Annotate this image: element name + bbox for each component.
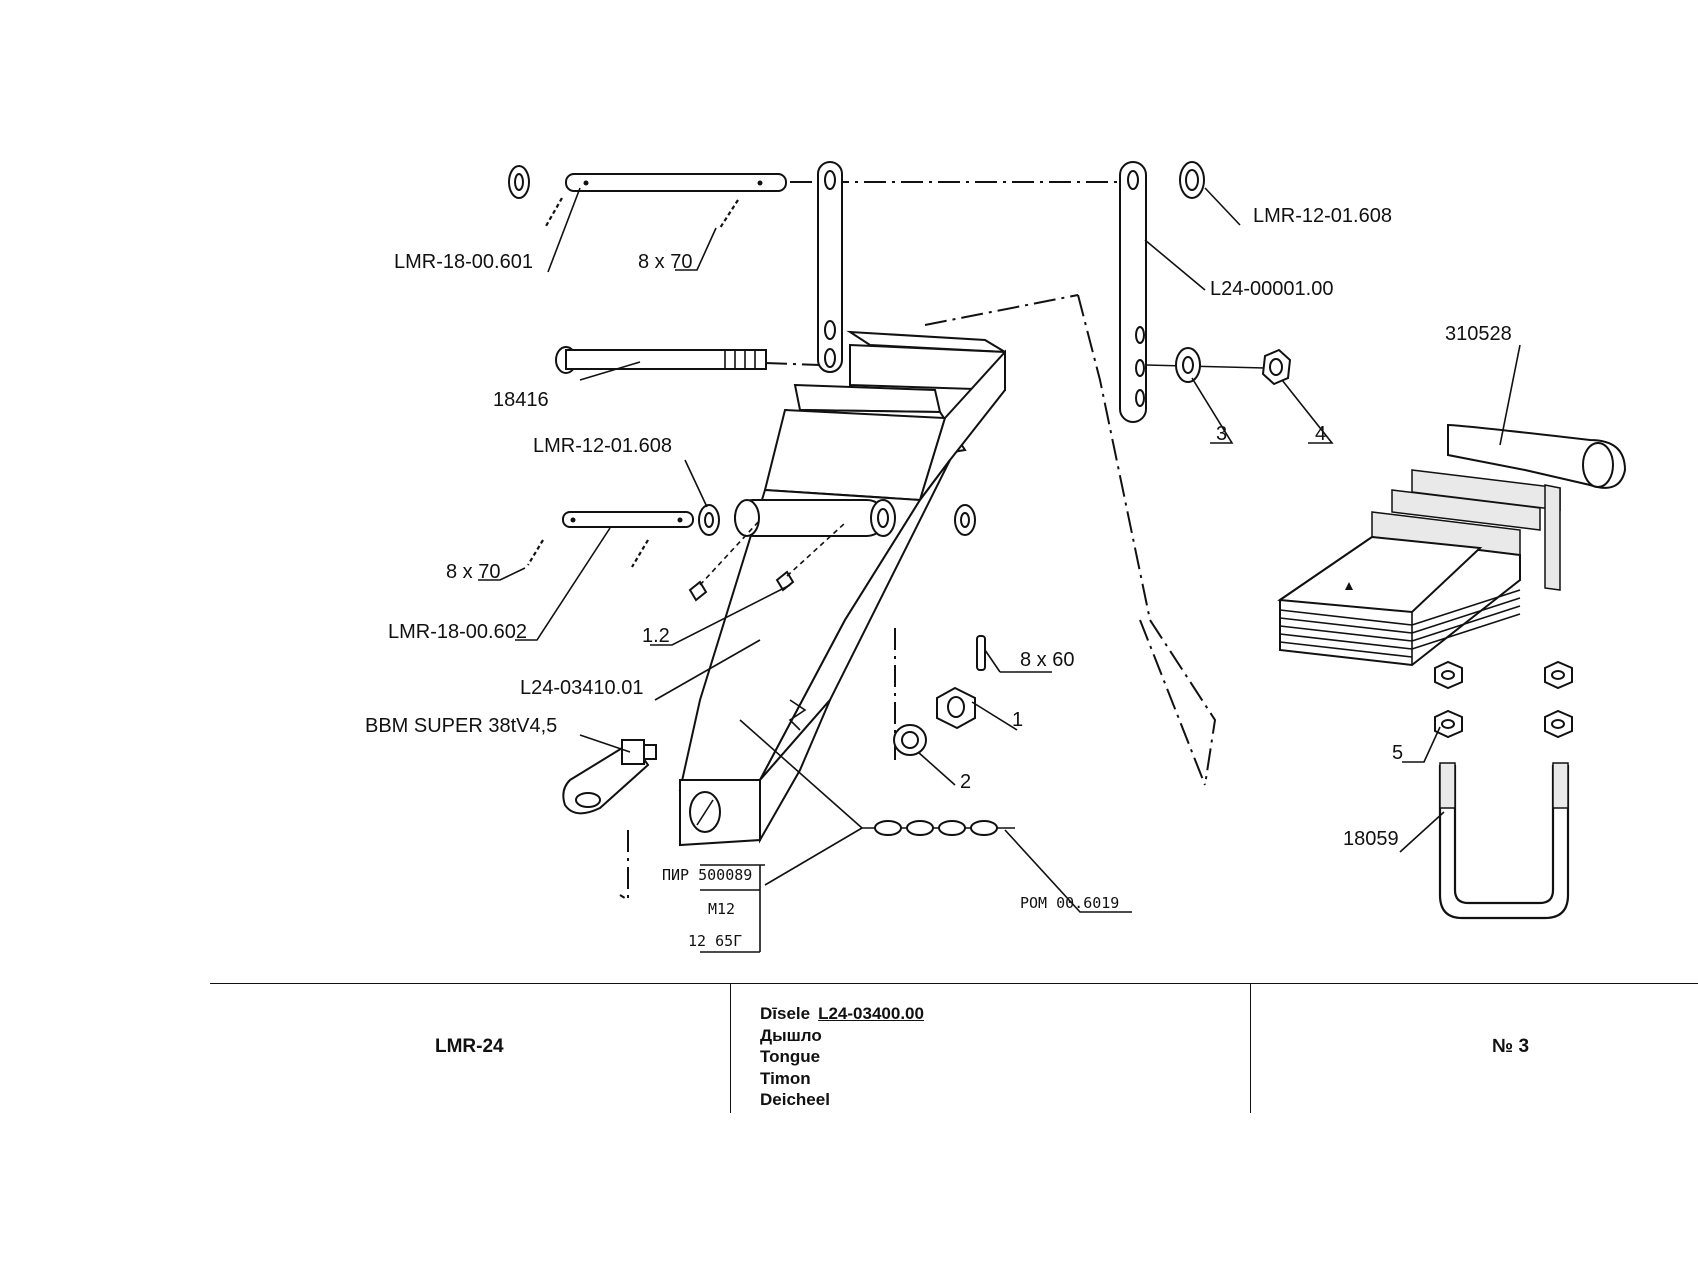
label-split-pin-top: 8 x 70 <box>638 251 692 273</box>
eye-coupling <box>562 739 657 815</box>
bolt-18416 <box>555 346 767 374</box>
label-pin-bolt: ПИР 500089 <box>662 866 752 884</box>
label-pin-mid: LMR-18-00.602 <box>388 621 527 643</box>
model-name: LMR-24 <box>435 1036 504 1057</box>
label-pin-top: LMR-18-00.601 <box>394 251 533 273</box>
label-nut-4: 4 <box>1315 423 1326 445</box>
link-plate-left <box>817 161 843 373</box>
link-plate-right <box>1119 161 1205 423</box>
label-washer-mid: LMR-12-01.608 <box>533 435 672 457</box>
u-bolt <box>1438 762 1570 920</box>
nuts-5 <box>1434 660 1573 739</box>
label-castle-nut-1: 1 <box>1012 709 1023 731</box>
title-block-rule <box>210 983 1698 984</box>
name-es: Timon <box>760 1068 811 1088</box>
washer-3-and-nut-4 <box>1145 347 1292 386</box>
label-washer-top-right: LMR-12-01.608 <box>1253 205 1392 227</box>
tongue-body <box>678 330 1006 847</box>
callout-labels: LMR-18-00.601 8 x 70 LMR-12-01.608 L24-0… <box>365 205 1512 950</box>
label-washer-65g: 12 65Г <box>688 932 742 950</box>
name-nl: Deicheel <box>760 1090 830 1109</box>
chain <box>862 820 1015 836</box>
name-en: Tongue <box>760 1047 821 1066</box>
leader-lines <box>478 187 1521 953</box>
label-bolt: 18416 <box>493 389 549 411</box>
washer-2 <box>893 724 927 756</box>
label-link-plate: L24-00001.00 <box>1210 278 1333 300</box>
centre-lines <box>619 181 1217 902</box>
label-split-pin-nut: 8 x 60 <box>1020 649 1074 671</box>
leaf-spring <box>1277 423 1627 667</box>
pin-top <box>508 165 787 229</box>
label-grease-nipple: 1.2 <box>642 625 670 647</box>
label-eye-coupling: BBM SUPER 38tV4,5 <box>365 715 557 737</box>
part-names: Dīsele L24-03400.00 Дышло Tongue Timon De… <box>760 1003 924 1111</box>
drawing-code: L24-03400.00 <box>818 1004 924 1023</box>
title-block-separator-1 <box>730 983 731 1113</box>
name-ru: Дышло <box>760 1025 822 1045</box>
label-split-pin-mid: 8 x 70 <box>446 561 500 583</box>
label-nut-m12: M12 <box>708 900 735 918</box>
pin-mid-assembly <box>527 504 976 602</box>
sheet-number: № 3 <box>1492 1036 1530 1057</box>
name-line-lv: Dīsele L24-03400.00 <box>760 1003 924 1025</box>
title-block-separator-2 <box>1250 983 1251 1113</box>
label-washer-2: 2 <box>960 771 971 793</box>
label-u-bolt: 18059 <box>1343 828 1399 850</box>
name-lv: Dīsele <box>760 1004 811 1023</box>
label-tongue-body: L24-03410.01 <box>520 677 643 699</box>
label-nut-5: 5 <box>1392 742 1403 764</box>
label-chain: РОМ 00.6019 <box>1020 894 1119 912</box>
label-spring: 310528 <box>1445 323 1512 345</box>
title-block: LMR-24 Dīsele L24-03400.00 Дышло Tongue T… <box>210 983 1698 1113</box>
label-washer-3: 3 <box>1216 423 1227 445</box>
castle-nut-1 <box>936 686 976 730</box>
split-pin-8x60 <box>976 635 986 671</box>
